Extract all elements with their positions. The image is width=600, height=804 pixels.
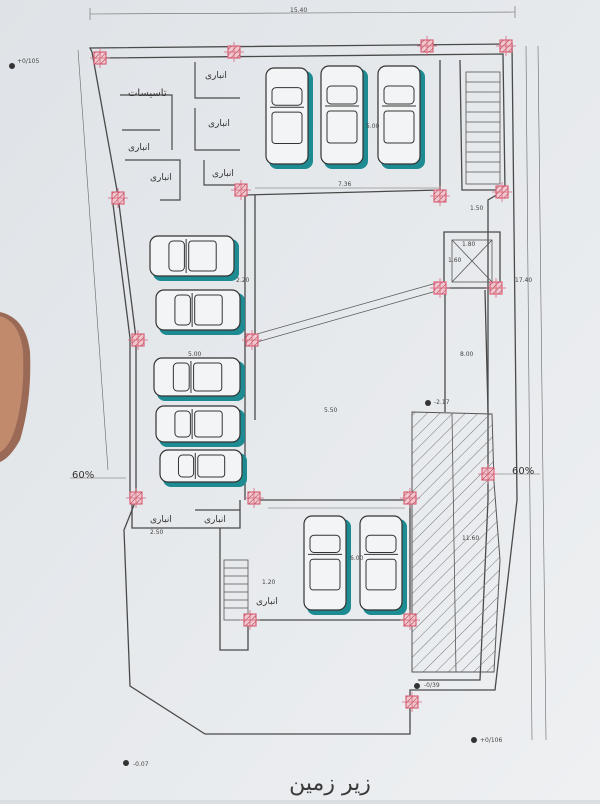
column [240, 610, 260, 630]
room-anbari-7: انباری [204, 515, 226, 525]
room-tasisat: تاسیسات [128, 88, 167, 99]
room-anbari-3: انباری [128, 143, 150, 153]
column [400, 610, 420, 630]
dim-600: 6.00 [350, 555, 364, 562]
room-anbari-6: انباری [150, 515, 172, 525]
level-bottom-right: +0/106 [480, 737, 503, 744]
finger [0, 316, 24, 452]
room-anbari-1: انباری [205, 71, 227, 81]
parked-car [153, 357, 245, 401]
dim-160: 1.60 [448, 257, 462, 264]
dim-1160: 11.60 [462, 535, 479, 542]
parked-car [303, 515, 351, 615]
level-top-left: +0/105 [17, 58, 40, 65]
column [417, 36, 437, 56]
column [224, 42, 244, 62]
level-markers: +0/105 -2.17 -0/39 -0.07 +0/106 [9, 58, 503, 768]
column [496, 36, 516, 56]
dim-180: 1.80 [462, 241, 476, 248]
column [126, 488, 146, 508]
dim-overall-width: 15.40 [290, 7, 307, 14]
column [402, 692, 422, 712]
stair-bottom-left [223, 559, 249, 621]
parked-car [265, 67, 313, 169]
column [478, 464, 498, 484]
column [430, 186, 450, 206]
dim-overall-height: 17.40 [515, 277, 532, 284]
dimension-labels: 15.40 17.40 7.36 5.00 1.50 1.80 1.60 2.2… [72, 7, 534, 586]
column [108, 188, 128, 208]
room-anbari-2: انباری [208, 119, 230, 129]
dim-220: 2.20 [236, 277, 250, 284]
outer-walls [88, 43, 518, 735]
parked-car [320, 65, 368, 169]
parked-car [377, 65, 425, 169]
dim-800: 8.00 [460, 351, 474, 358]
ramp [411, 411, 501, 673]
room-anbari-8: انباری [256, 597, 278, 607]
column [90, 48, 110, 68]
room-anbari-5: انباری [212, 169, 234, 179]
slope-right: 60% [512, 466, 534, 477]
plan-title: زیر زمین [289, 771, 371, 796]
dim-736: 7.36 [338, 181, 352, 188]
level-ramp-top: -2.17 [434, 399, 450, 406]
parked-car [159, 449, 247, 487]
parked-car [155, 289, 245, 335]
dim-550: 5.50 [324, 407, 338, 414]
dim-500-mid: 5.00 [188, 351, 202, 358]
dim-500-top: 5.00 [366, 123, 380, 130]
column [244, 488, 264, 508]
level-bottom-center: -0.07 [133, 761, 149, 768]
structural-columns [90, 36, 516, 712]
column [486, 278, 506, 298]
column [492, 182, 512, 202]
level-ramp-bottom: -0/39 [424, 682, 440, 689]
drain-line [249, 281, 441, 345]
column [400, 488, 420, 508]
column [128, 330, 148, 350]
column [430, 278, 450, 298]
dim-150: 1.50 [470, 205, 484, 212]
parking-cars [149, 65, 425, 615]
elevator-shaft [451, 239, 493, 283]
parked-car [359, 515, 407, 615]
slope-left: 60% [72, 470, 94, 481]
dimension-lines [70, 6, 547, 741]
column [231, 180, 251, 200]
parked-car [155, 405, 245, 447]
stair-top-right [465, 71, 501, 185]
dim-250: 2.50 [150, 529, 164, 536]
parked-car [149, 235, 239, 281]
column [242, 330, 262, 350]
dim-120: 1.20 [262, 579, 276, 586]
room-anbari-4: انباری [150, 173, 172, 183]
storeroom-partitions [120, 62, 245, 511]
room-labels: تاسیسات انباری انباری انباری انباری انبا… [128, 71, 278, 607]
